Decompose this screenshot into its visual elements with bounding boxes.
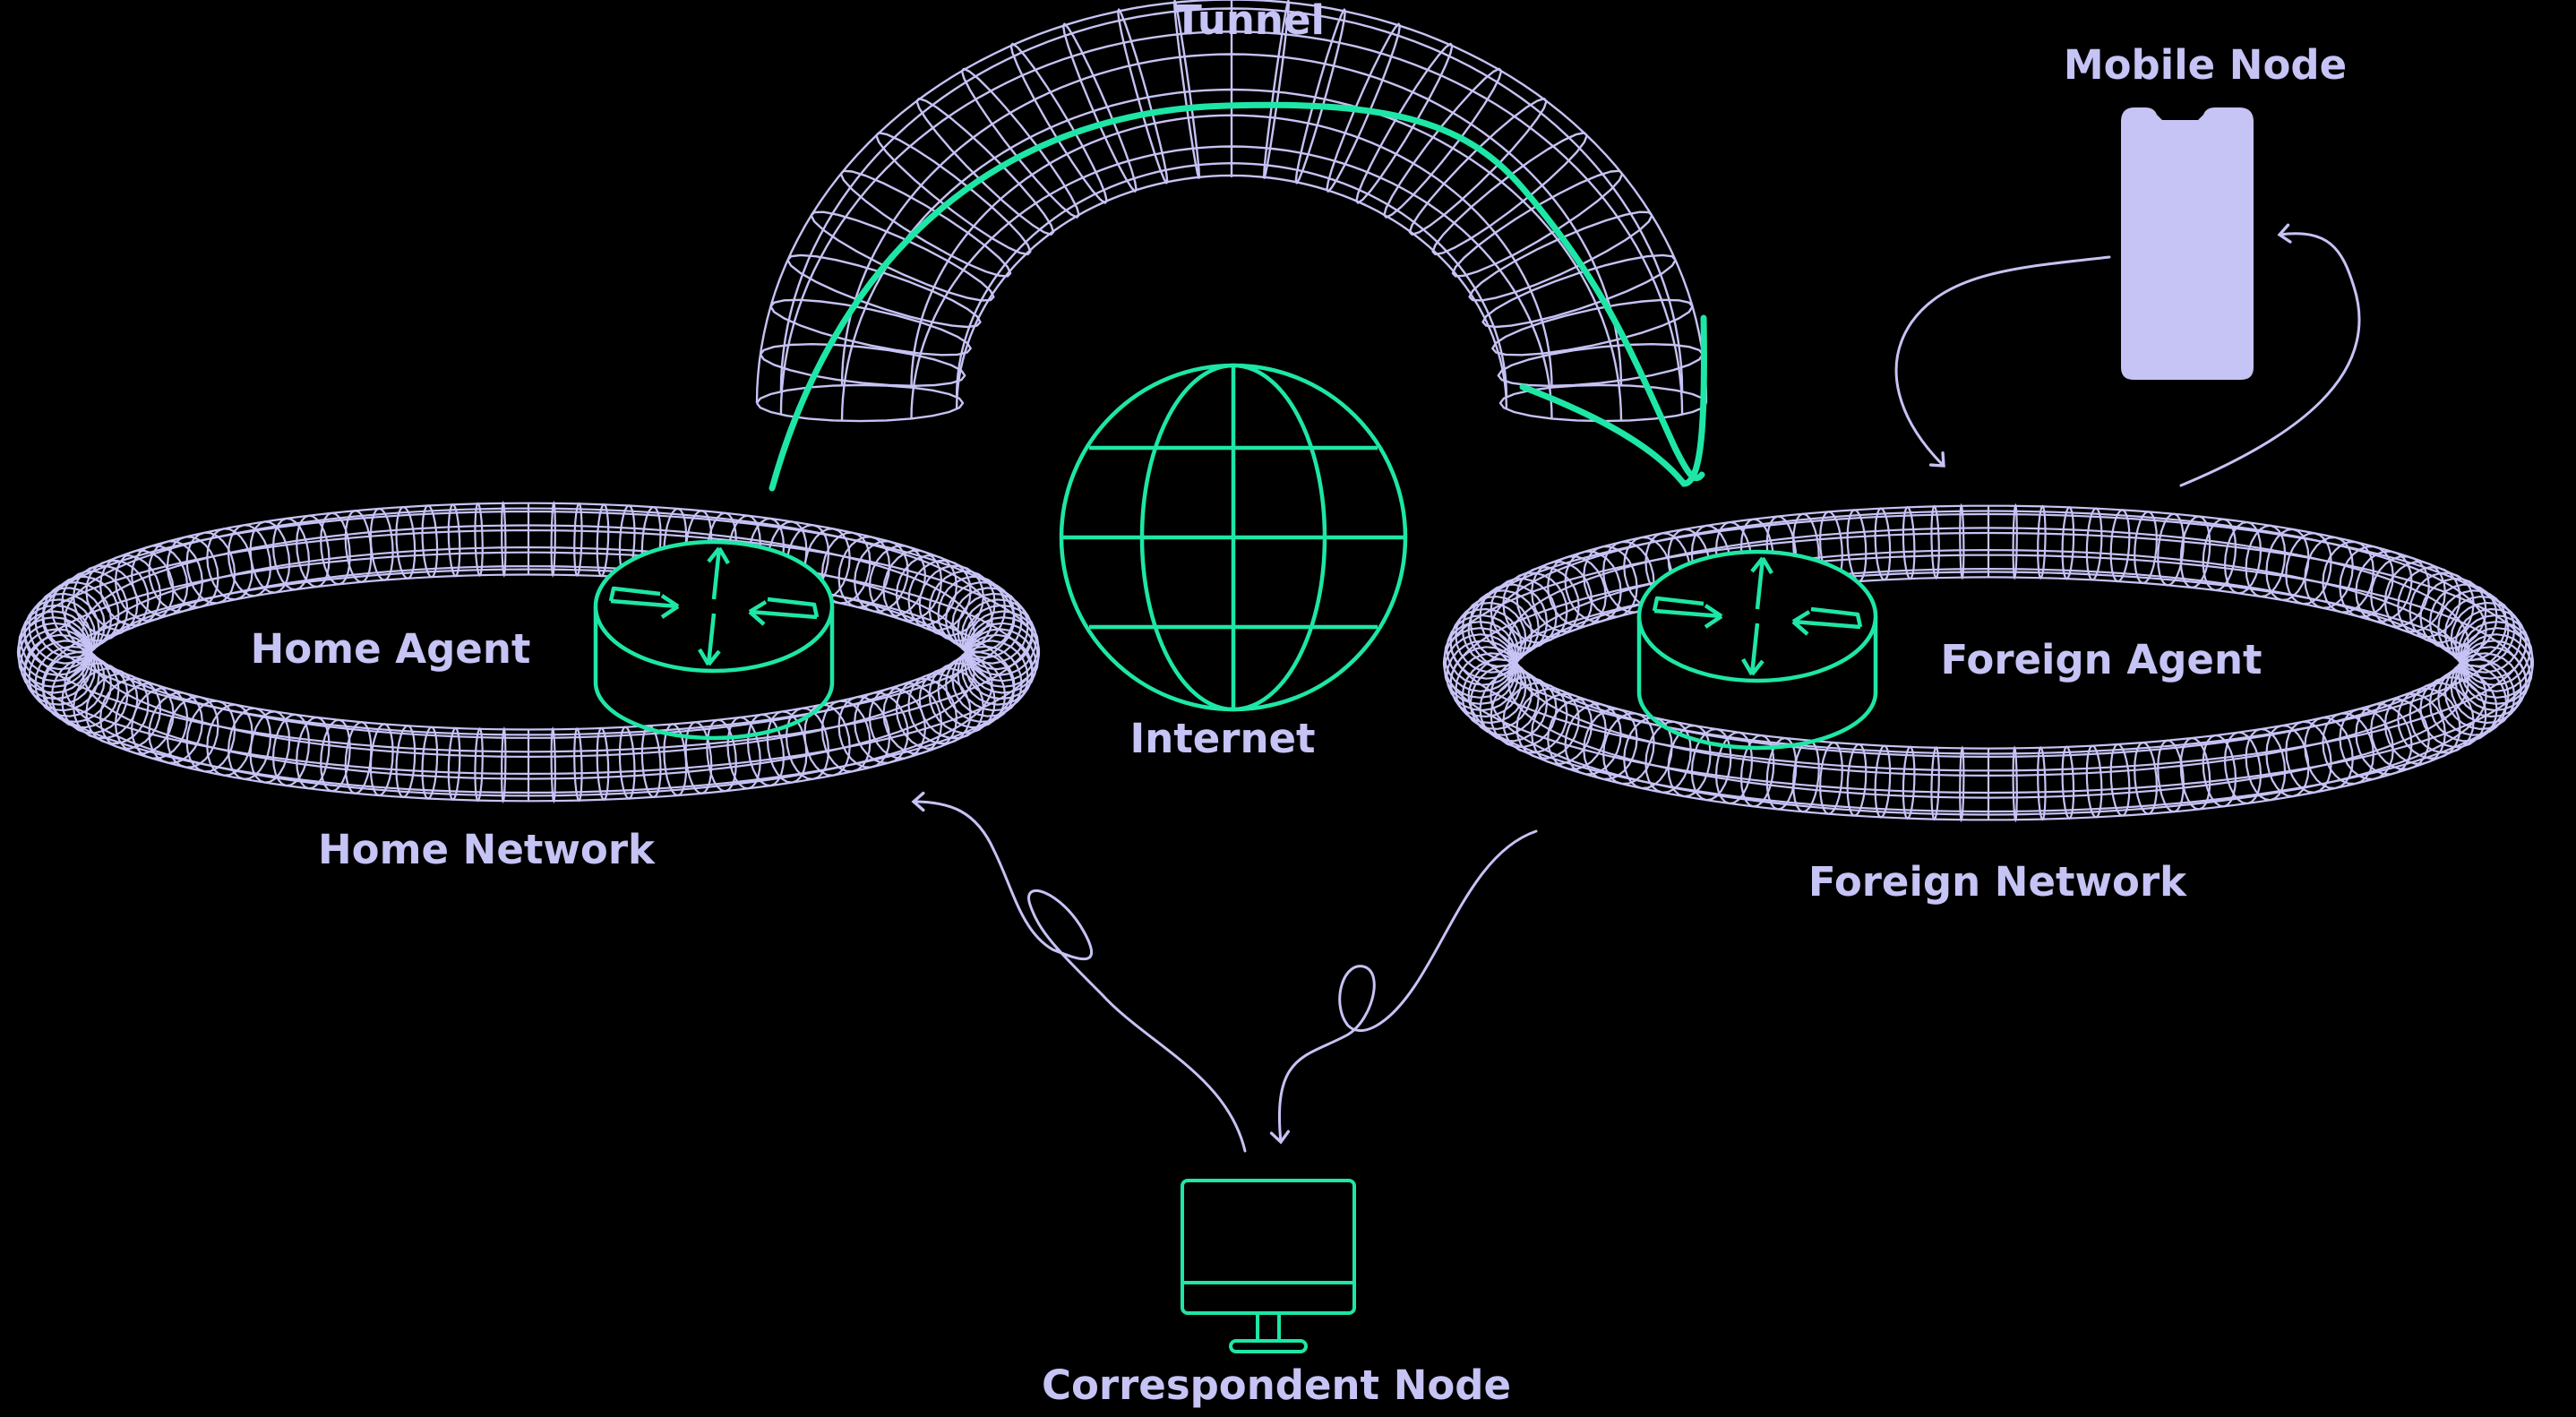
arrow-phone-to-foreign (1894, 255, 2111, 468)
correspondent-node-label: Correspondent Node (1042, 1361, 1511, 1409)
tunnel-arch (755, 0, 1708, 492)
foreign-network-ring (1442, 502, 2535, 823)
foreign-router-icon (1636, 549, 1878, 751)
home-router-icon (593, 539, 835, 741)
home-network-ring (16, 500, 1041, 804)
arrow-foreign-to-correspondent (1269, 829, 1538, 1145)
tunnel-label: Tunnel (1174, 0, 1325, 44)
desktop-monitor-icon (1181, 1179, 1356, 1353)
tunnel-path-line (769, 101, 1705, 492)
arrow-foreign-to-phone (2179, 223, 2361, 487)
home-agent-label: Home Agent (251, 625, 531, 673)
smartphone-icon (2121, 107, 2254, 380)
home-network-label: Home Network (318, 826, 656, 873)
arrow-correspondent-to-home (911, 791, 1247, 1153)
tunnel-return-line (1519, 314, 1707, 487)
foreign-network-label: Foreign Network (1808, 858, 2187, 906)
correspondent-arrows (911, 791, 1538, 1153)
mobile-node-label: Mobile Node (2064, 41, 2347, 89)
internet-label: Internet (1129, 715, 1315, 762)
foreign-agent-label: Foreign Agent (1941, 636, 2263, 683)
globe-icon (1059, 363, 1408, 712)
mobile-handoff-arrows (1894, 223, 2361, 487)
